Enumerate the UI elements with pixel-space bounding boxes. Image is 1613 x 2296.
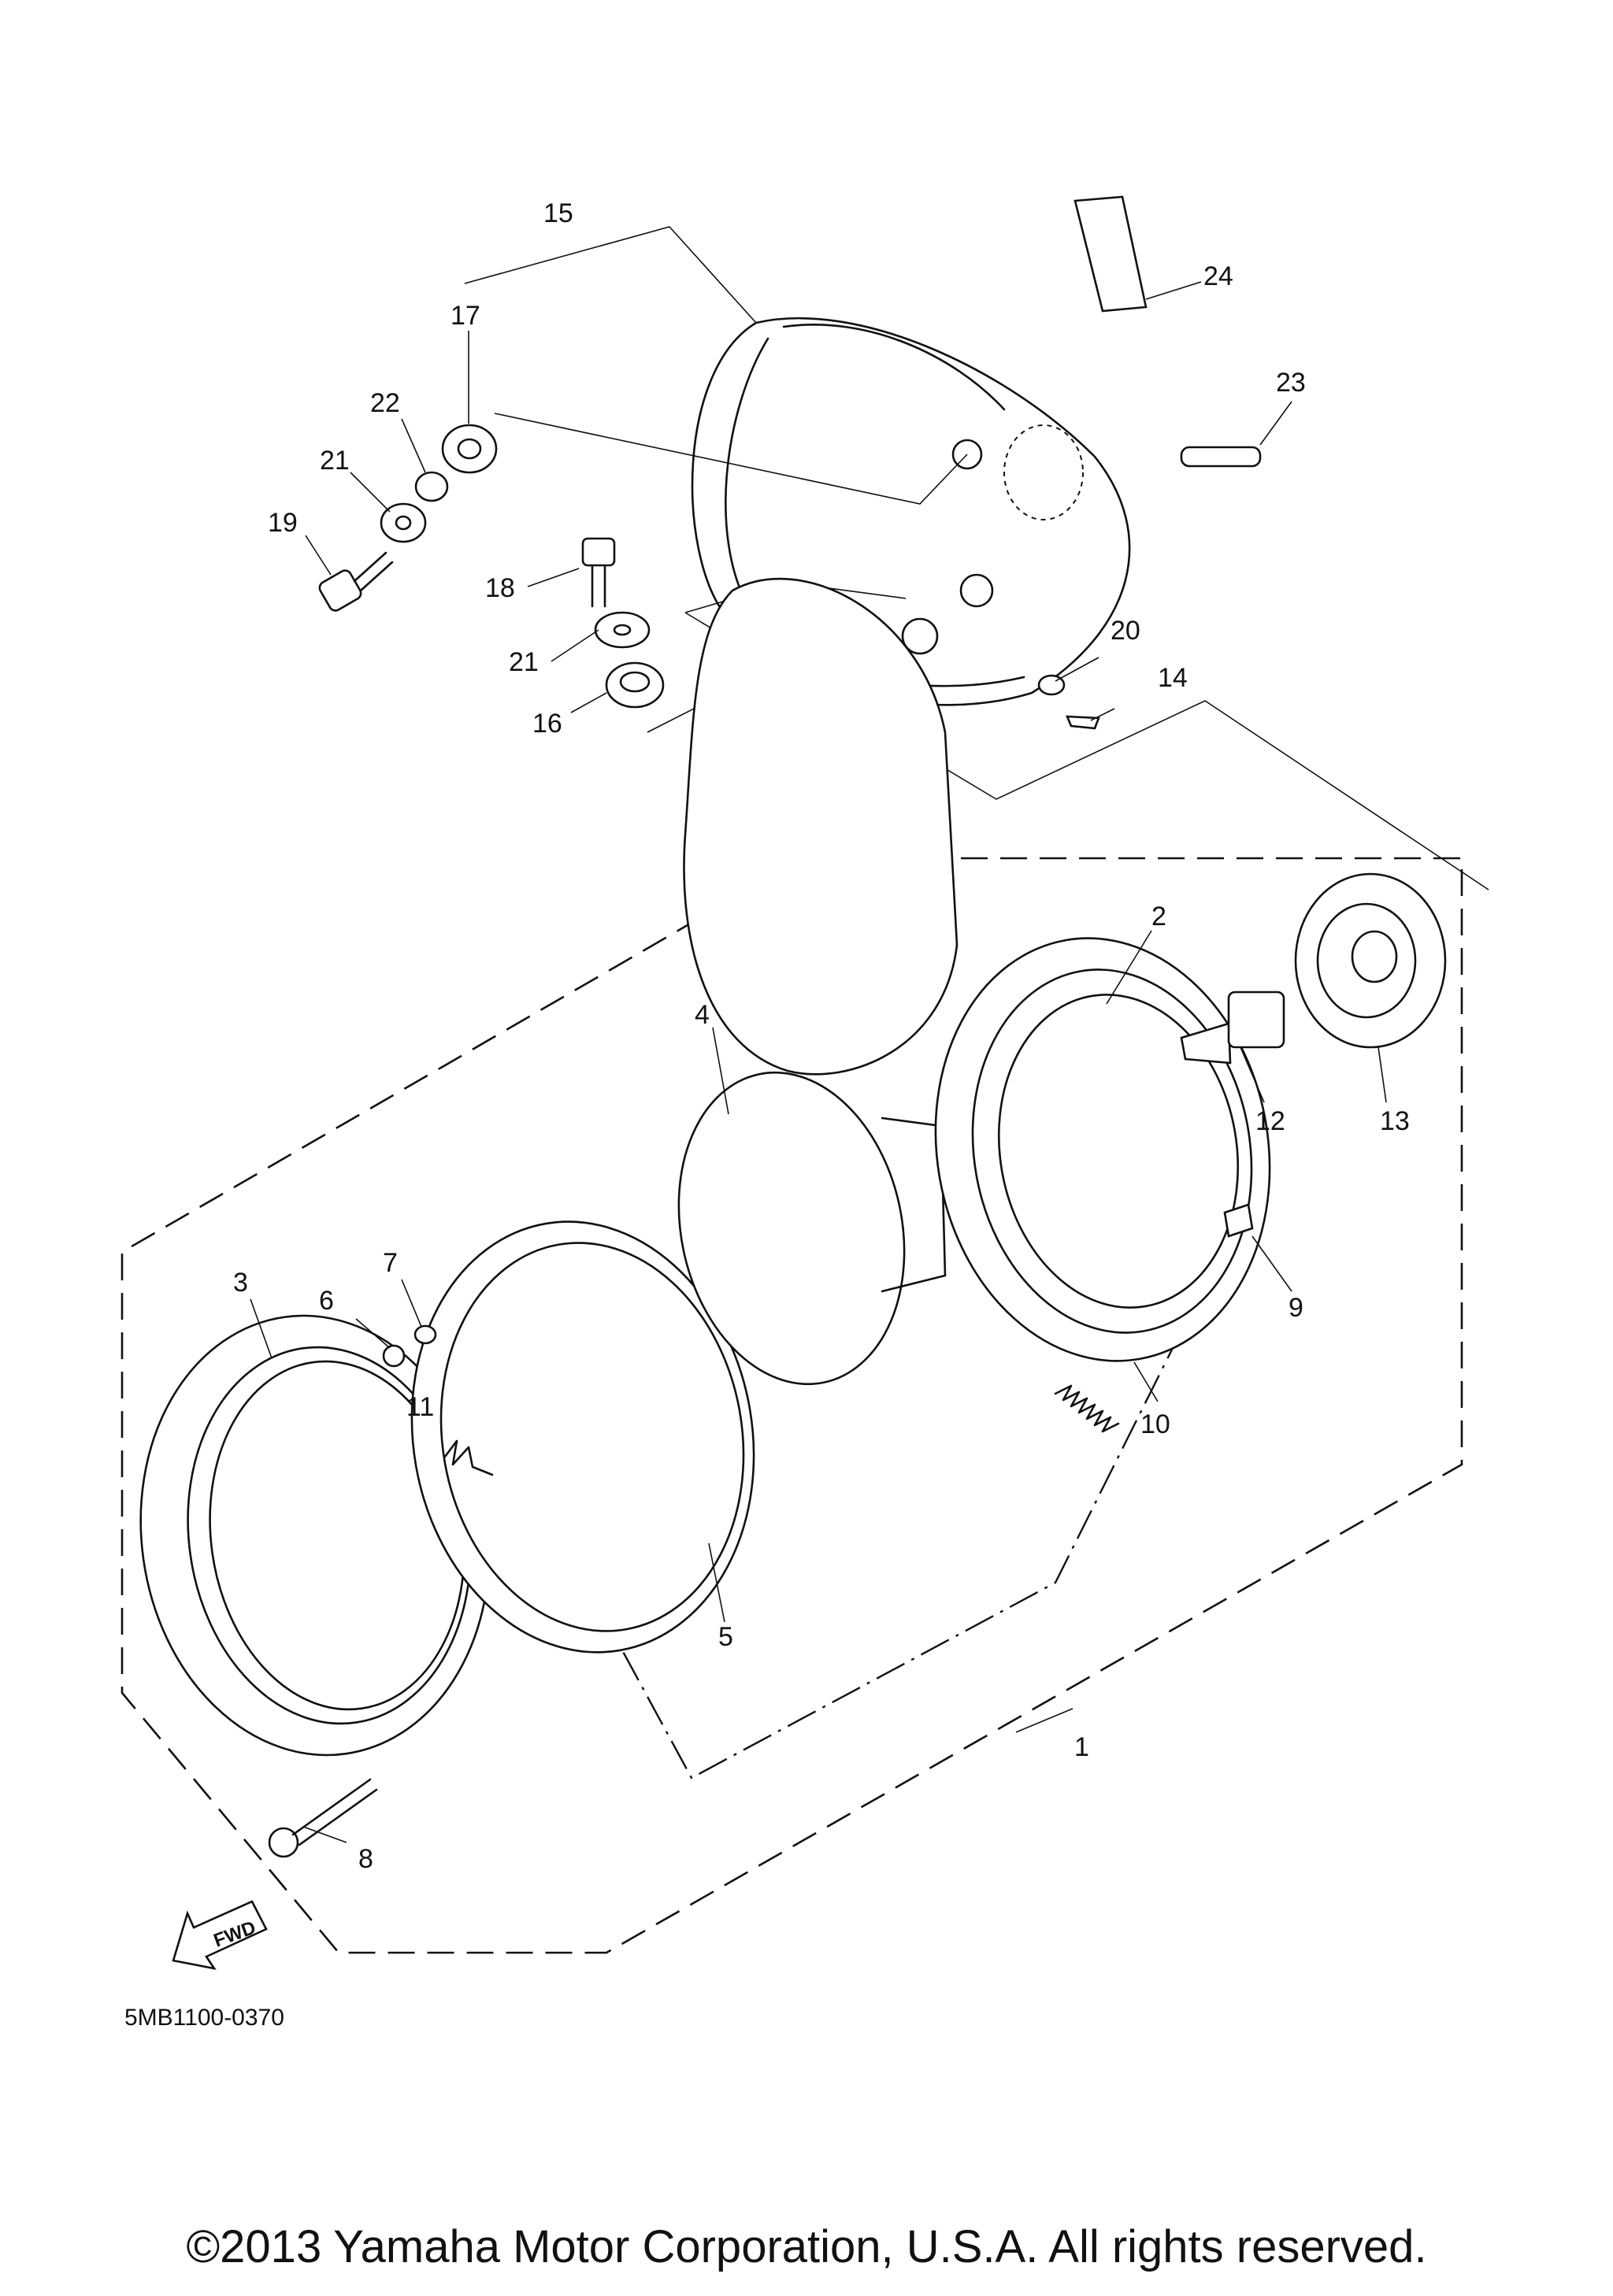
callout-8: 8 — [358, 1844, 373, 1874]
callout-24: 24 — [1203, 261, 1233, 291]
fwd-direction-arrow: FWD — [172, 1900, 268, 1970]
washer-21-lower — [594, 611, 651, 649]
washer-21-upper — [380, 502, 427, 543]
spring-clip-11 — [443, 1439, 494, 1476]
screw-14 — [1066, 715, 1100, 730]
bulb-12 — [1180, 991, 1285, 1065]
callout-20: 20 — [1111, 616, 1140, 646]
callout-16: 16 — [532, 709, 562, 739]
knockout-hole-outline — [1003, 424, 1084, 520]
grommet-16 — [605, 661, 665, 709]
callout-6: 6 — [319, 1286, 334, 1316]
callout-2: 2 — [1151, 902, 1166, 931]
screw-path-line — [550, 1267, 1214, 1779]
headlight-unit-boundary — [121, 857, 1463, 1954]
callout-3: 3 — [233, 1268, 248, 1298]
leader-15-bracket — [464, 226, 757, 324]
spring-10 — [1054, 1384, 1120, 1433]
bolt-18 — [581, 537, 616, 608]
lens-unit-ring-2 — [934, 937, 1271, 1362]
callout-11: 11 — [406, 1392, 434, 1422]
callout-12: 12 — [1255, 1106, 1285, 1136]
mount-hole-upper — [951, 439, 983, 470]
callout-15: 15 — [543, 198, 573, 228]
callout-10: 10 — [1140, 1409, 1170, 1439]
pin-23 — [1180, 446, 1262, 468]
callout-17: 17 — [451, 301, 480, 331]
callout-13: 13 — [1380, 1106, 1410, 1136]
screw-6 — [382, 1344, 406, 1368]
socket-cover-13 — [1294, 872, 1447, 1049]
label-sticker-24 — [1073, 195, 1148, 313]
callout-14: 14 — [1158, 663, 1188, 693]
callout-21-lower: 21 — [509, 647, 539, 677]
mounting-ring-5 — [410, 1220, 755, 1653]
adjust-screw-8 — [268, 1778, 378, 1858]
semi-sealed-unit-4 — [677, 577, 959, 1386]
adjust-nut-9 — [1223, 1203, 1254, 1238]
callout-22: 22 — [370, 388, 400, 418]
mount-hole-lower — [901, 617, 939, 655]
diagram-code: 5MB1100-0370 — [124, 2005, 284, 2031]
callout-leaders — [250, 281, 1387, 1843]
wire-hole — [959, 573, 994, 608]
leader-15-grommet — [494, 413, 968, 505]
callout-5: 5 — [718, 1622, 733, 1652]
callout-7: 7 — [383, 1248, 398, 1278]
washer-7 — [413, 1324, 437, 1345]
callout-9: 9 — [1289, 1293, 1303, 1323]
collar-22 — [414, 471, 449, 502]
callout-4: 4 — [695, 1000, 710, 1030]
callout-18: 18 — [485, 573, 515, 603]
grommet-17 — [441, 424, 498, 474]
callout-19: 19 — [268, 508, 298, 538]
copyright-notice: ©2013 Yamaha Motor Corporation, U.S.A. A… — [186, 2221, 1427, 2272]
bolt-19 — [318, 551, 394, 612]
callout-numbers: 1 2 3 4 5 6 7 8 9 10 11 12 13 14 15 16 1… — [233, 198, 1410, 1874]
callout-23: 23 — [1276, 368, 1306, 398]
callout-1: 1 — [1074, 1732, 1089, 1762]
callout-21-upper: 21 — [320, 446, 350, 476]
